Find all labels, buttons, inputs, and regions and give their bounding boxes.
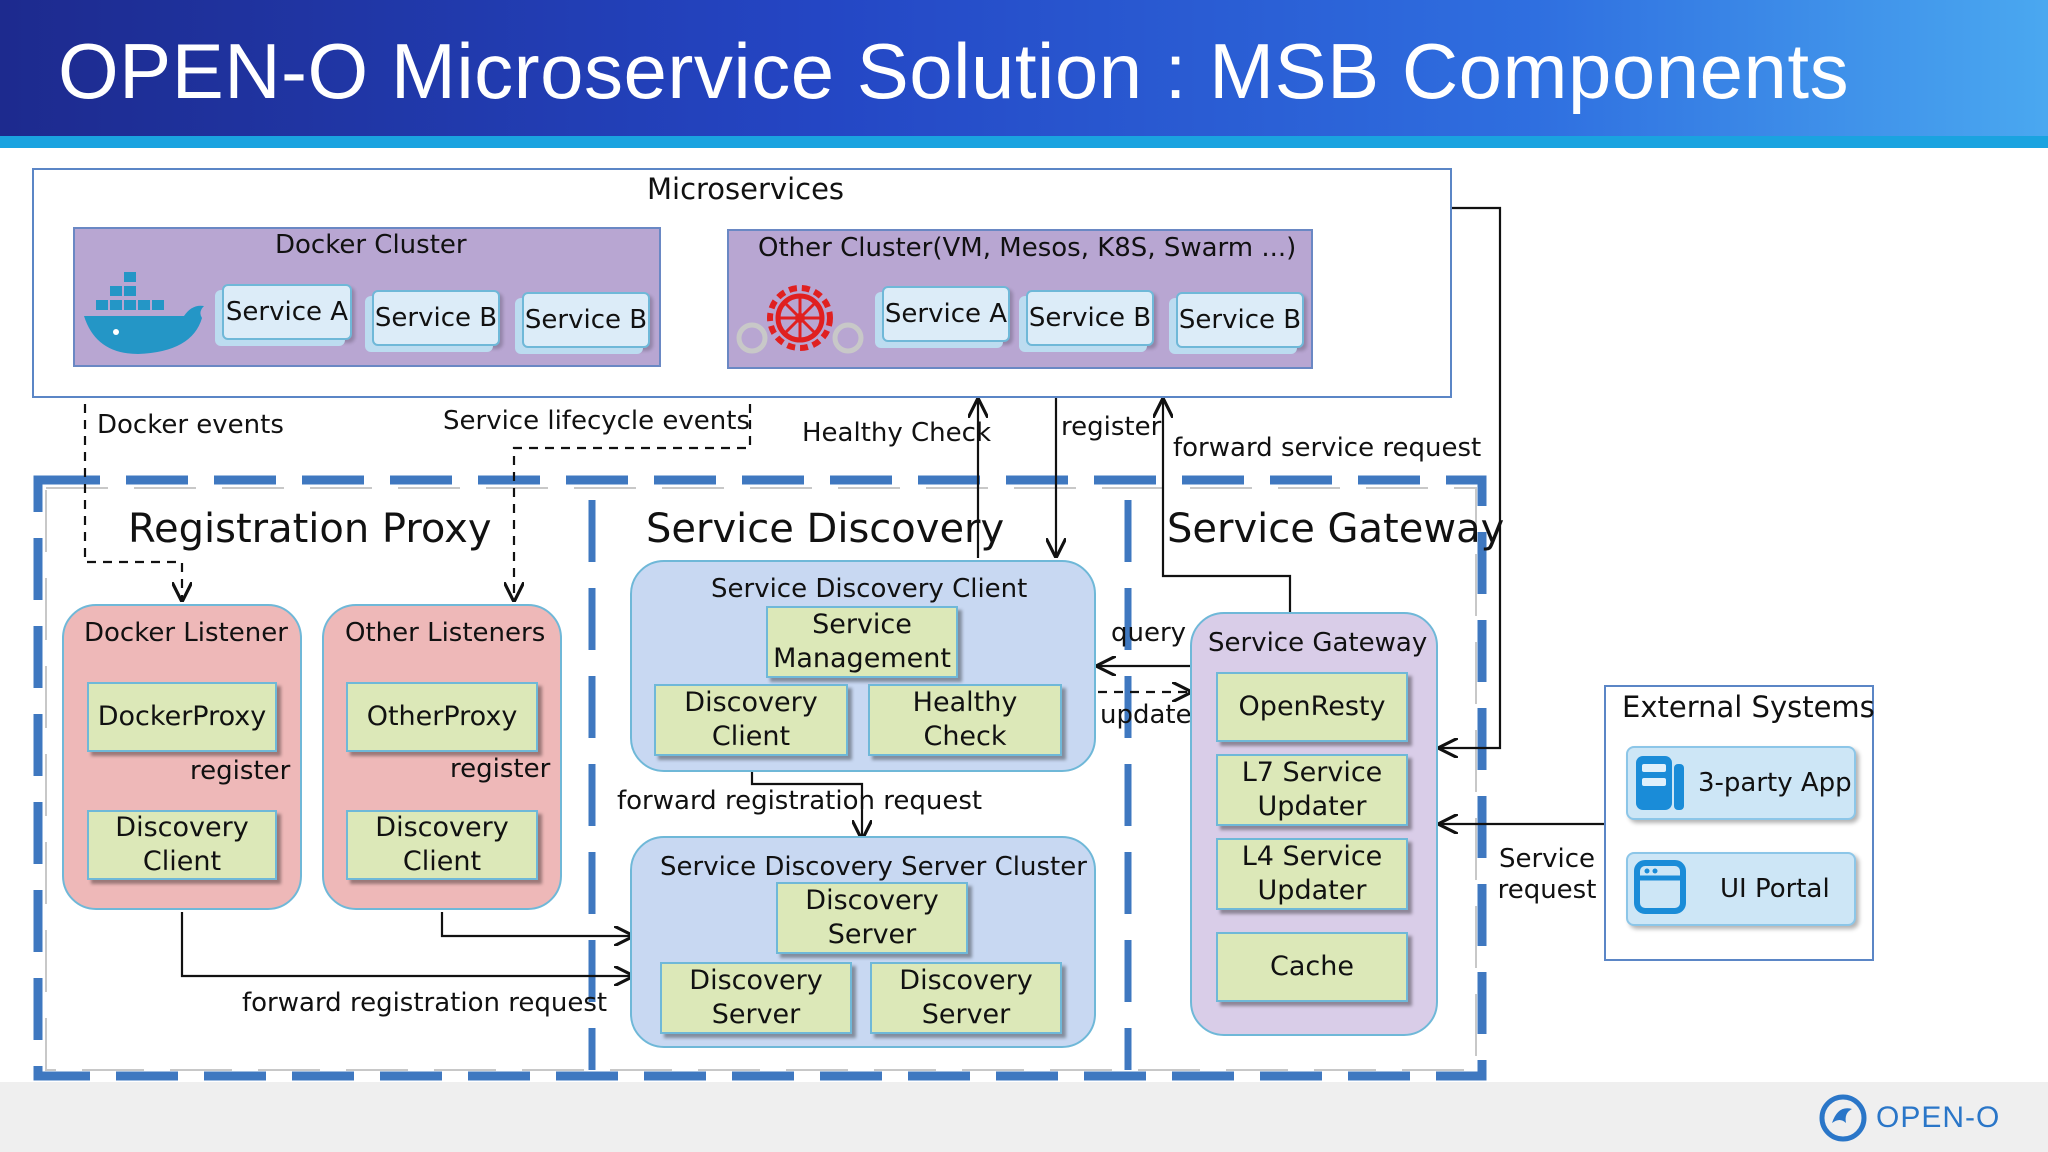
other-register-label: register [450, 754, 551, 784]
other-service-a[interactable]: Service A [882, 286, 1010, 342]
docker-service-b-2[interactable]: Service B [522, 292, 650, 348]
footer-bar [0, 1082, 2048, 1152]
msb-frame [33, 475, 1487, 1081]
microservices-label: Microservices [647, 172, 845, 206]
other-cluster-label: Other Cluster(VM, Mesos, K8S, Swarm ...) [758, 233, 1297, 263]
discovery-server-box-2: Discovery Server [660, 962, 852, 1034]
forward-service-request-label: forward service request [1173, 433, 1482, 463]
l7-service-updater-box: L7 Service Updater [1216, 754, 1408, 826]
query-label: query [1111, 618, 1187, 648]
forward-registration-request-bottom-label: forward registration request [242, 988, 608, 1018]
logo-text: OPEN-O [1876, 1101, 2001, 1134]
server-icon [1636, 756, 1684, 810]
docker-service-b[interactable]: Service B [372, 290, 500, 346]
msb-frame-shadow [45, 487, 1477, 1071]
sd-discovery-client-box: Discovery Client [654, 684, 848, 756]
other-service-b[interactable]: Service B [1026, 290, 1154, 346]
registration-proxy-title: Registration Proxy [128, 506, 492, 552]
slide-title: OPEN-O Microservice Solution : MSB Compo… [58, 27, 1850, 115]
other-listeners-label: Other Listeners [345, 618, 546, 648]
l4-service-updater-box: L4 Service Updater [1216, 838, 1408, 910]
discovery-server-box-3: Discovery Server [870, 962, 1062, 1034]
healthy-check-label: Healthy Check [802, 418, 992, 448]
service-request-label: Service request [1497, 844, 1597, 906]
service-gateway-title: Service Gateway [1167, 506, 1505, 552]
docker-events-label: Docker events [97, 410, 284, 440]
docker-register-label: register [190, 756, 291, 786]
docker-listener-label: Docker Listener [84, 618, 288, 648]
docker-discovery-client-box: Discovery Client [87, 810, 277, 880]
other-service-b-2[interactable]: Service B [1176, 292, 1304, 348]
server-cluster-label: Service Discovery Server Cluster [660, 852, 1087, 882]
three-party-app-label: 3-party App [1698, 768, 1852, 798]
docker-service-a[interactable]: Service A [222, 284, 352, 340]
browser-window-icon [1634, 860, 1686, 914]
discovery-server-box-1: Discovery Server [776, 882, 968, 954]
docker-events-arrow [83, 372, 182, 600]
gear-icon [736, 285, 864, 354]
discovery-client-group-label: Service Discovery Client [711, 574, 1028, 604]
docker-cluster-label: Docker Cluster [275, 230, 467, 260]
register-label: register [1061, 412, 1162, 442]
open-o-logo: OPEN-O [1818, 1092, 2000, 1144]
docker-whale-icon [84, 272, 204, 354]
external-systems-label: External Systems [1622, 690, 1875, 724]
title-banner-stripe [0, 136, 2048, 148]
open-o-logo-icon [1819, 1094, 1867, 1142]
title-banner [0, 0, 2048, 142]
forward-registration-request-label: forward registration request [617, 786, 983, 816]
lifecycle-events-label: Service lifecycle events [443, 406, 751, 436]
update-label: update [1100, 700, 1192, 730]
service-management-box: Service Management [766, 606, 958, 678]
other-proxy-box: OtherProxy [346, 682, 538, 752]
ui-portal-label: UI Portal [1720, 874, 1830, 904]
cache-box: Cache [1216, 932, 1408, 1002]
openresty-box: OpenResty [1216, 672, 1408, 742]
healthy-check-box: Healthy Check [868, 684, 1062, 756]
docker-listener-forward-arrow [180, 912, 632, 976]
lifecycle-events-arrow [514, 372, 752, 600]
forward-registration-request-arrow [750, 760, 862, 838]
forward-service-request-arrow [1163, 400, 1292, 612]
service-discovery-title: Service Discovery [646, 506, 1005, 552]
docker-proxy-box: DockerProxy [87, 682, 277, 752]
service-gateway-label: Service Gateway [1208, 628, 1428, 658]
other-listener-forward-arrow [440, 912, 632, 936]
microservices-to-gateway-arrow [1440, 206, 1502, 748]
other-discovery-client-box: Discovery Client [346, 810, 538, 880]
